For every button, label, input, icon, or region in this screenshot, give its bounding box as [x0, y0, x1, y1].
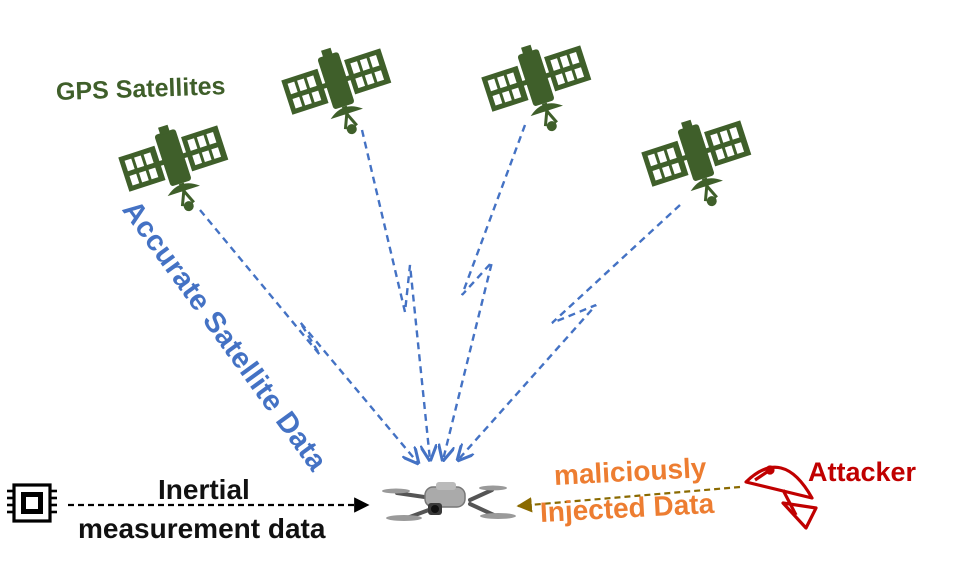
- drone-icon: [382, 482, 516, 521]
- signal-path: [443, 124, 527, 460]
- satellite-icon: [276, 33, 402, 150]
- signal-path: [360, 129, 430, 460]
- satellite-dish-icon: [744, 465, 818, 530]
- satellite-icon: [476, 30, 602, 147]
- measurement-data-label: measurement data: [78, 513, 326, 544]
- gps-satellites-label: GPS Satellites: [55, 72, 226, 106]
- signal-path: [199, 209, 418, 463]
- attacker-label: Attacker: [808, 457, 917, 487]
- satellite-icon: [636, 105, 762, 222]
- inertial-label: Inertial: [158, 474, 250, 505]
- spoof-arrow: [516, 485, 741, 513]
- signal-path: [458, 204, 681, 460]
- chip-icon: [7, 483, 57, 523]
